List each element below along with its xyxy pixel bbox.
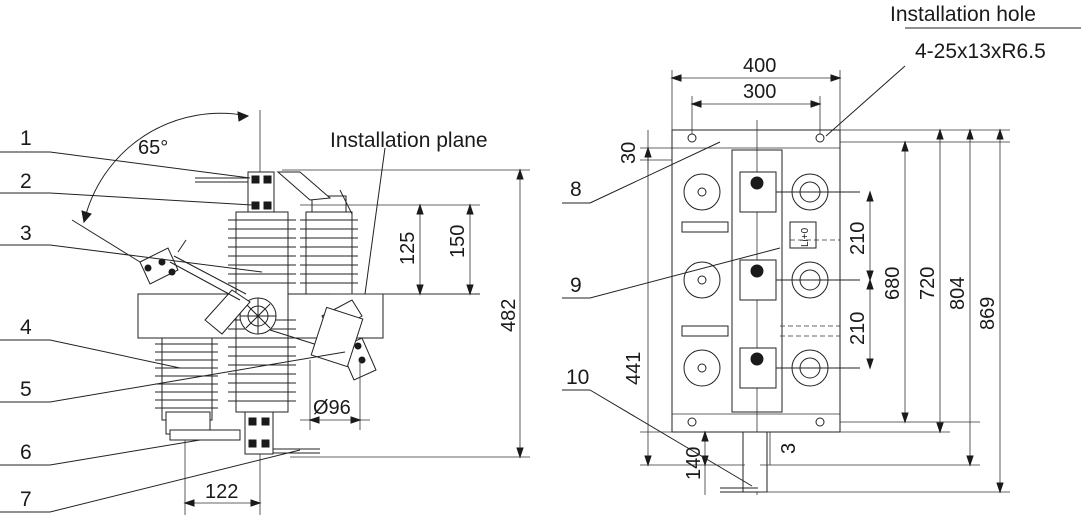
part-number-1: 1: [20, 127, 32, 150]
right-dimensions: [760, 128, 1010, 494]
angle-arc: [83, 112, 249, 223]
top-dimensions: [670, 70, 842, 134]
phase-marker-box: [789, 221, 817, 249]
angle-label: 65°: [138, 137, 168, 159]
dim-3: 3: [778, 443, 800, 454]
part-number-10: 10: [566, 366, 589, 389]
dim-869: 869: [977, 297, 999, 330]
dim-140: 140: [683, 447, 705, 480]
phase-1: [683, 171, 860, 213]
phase-3: [683, 347, 860, 389]
dim-125: 125: [397, 232, 419, 265]
part-number-8: 8: [570, 178, 582, 201]
phase-marker: Li+0: [800, 227, 811, 247]
side-view: 65° Installation plane 1 2 3 4 5 6 7 Ø96…: [0, 110, 530, 515]
top-clamp: [195, 171, 353, 215]
part-number-4: 4: [20, 316, 32, 339]
dim-400: 400: [743, 55, 776, 77]
dim-210-bottom: 210: [847, 312, 869, 345]
part-number-7: 7: [20, 488, 32, 511]
installation-hole-title: Installation hole: [890, 3, 1036, 26]
dim-30: 30: [618, 142, 640, 164]
side-dimension-lines: [183, 147, 530, 515]
dim-720: 720: [917, 267, 939, 300]
dim-150: 150: [447, 225, 469, 258]
lower-left-insulator: [155, 337, 218, 435]
open-blade: [139, 239, 247, 301]
front-leader-lines: [562, 27, 1081, 487]
dim-441: 441: [623, 352, 645, 385]
pivot-mechanism: [204, 289, 277, 335]
dim-482: 482: [498, 299, 520, 332]
dim-210-top: 210: [847, 222, 869, 255]
part-number-5: 5: [20, 378, 32, 401]
installation-plane-label: Installation plane: [330, 129, 488, 152]
bottom-clamp: [169, 411, 320, 455]
part-number-9: 9: [570, 274, 582, 297]
dim-804: 804: [947, 277, 969, 310]
dim-122: 122: [205, 481, 238, 503]
left-dimensions: [640, 130, 771, 495]
front-view: Li+0: [562, 3, 1081, 495]
right-insulator: [300, 195, 358, 295]
leader-lines: [0, 151, 346, 513]
diameter-label: Ø96: [313, 397, 351, 419]
dim-300: 300: [743, 81, 776, 103]
part-number-6: 6: [20, 441, 32, 464]
phase-2: [683, 259, 860, 301]
part-number-3: 3: [20, 222, 32, 245]
installation-hole-spec: 4-25x13xR6.5: [915, 40, 1046, 63]
part-number-2: 2: [20, 170, 32, 193]
dim-680: 680: [882, 267, 904, 300]
